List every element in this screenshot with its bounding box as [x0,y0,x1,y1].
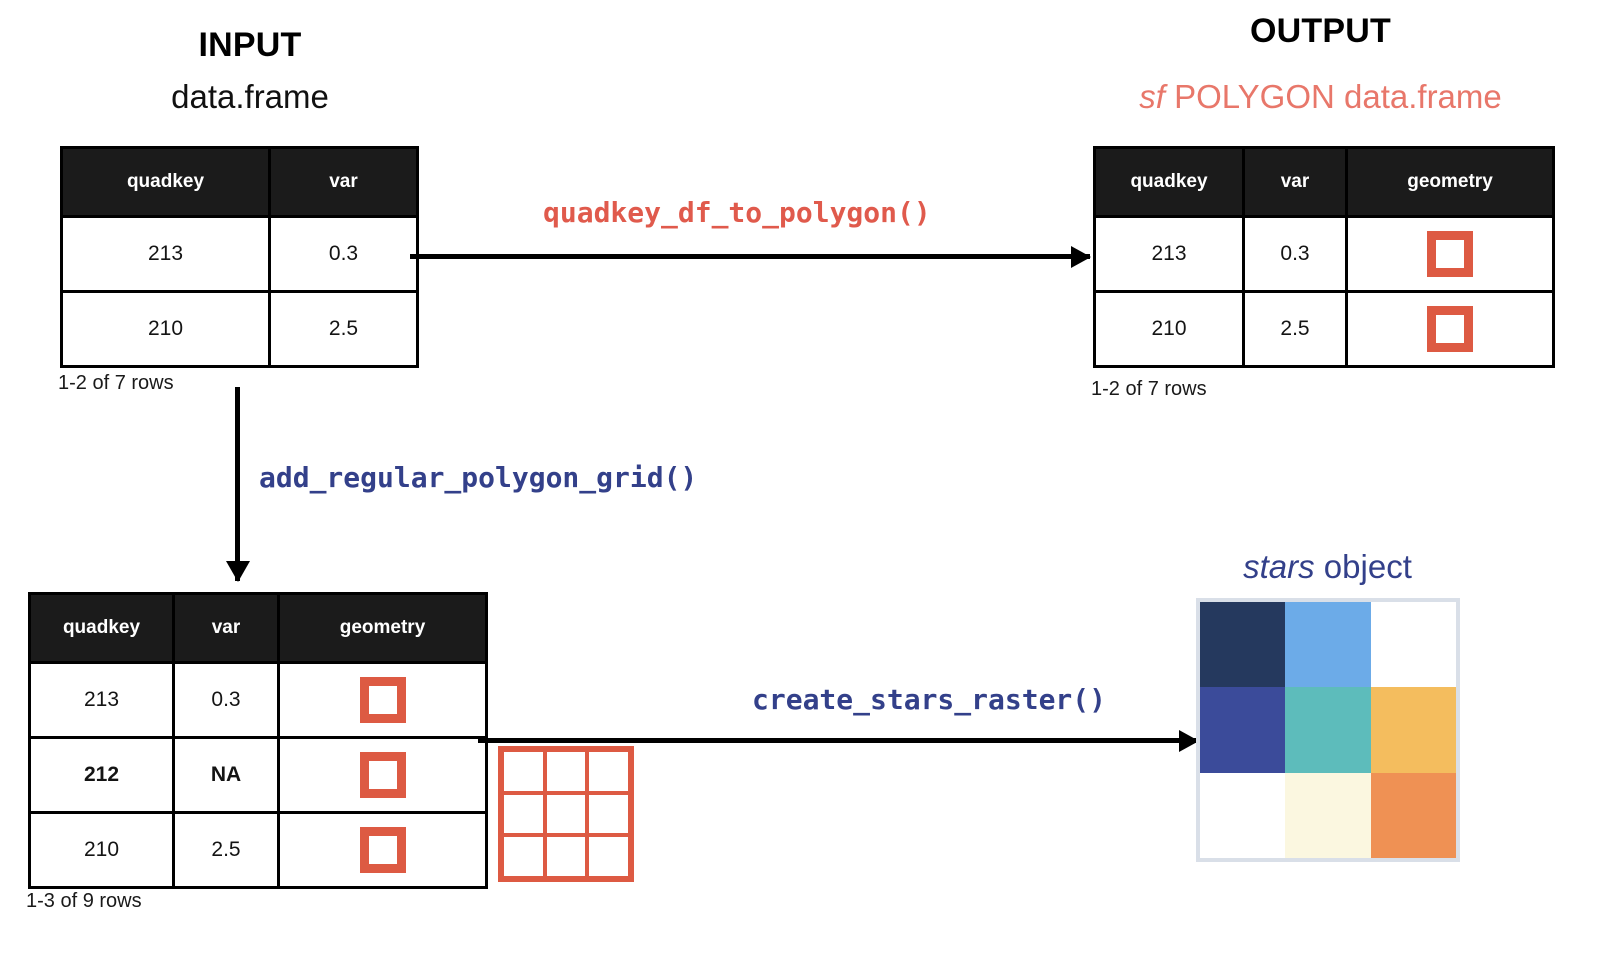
table-row: 213 0.3 [60,215,419,293]
stars-title-rest: object [1314,548,1412,585]
output-table-wrapper: quadkey var geometry 213 0.3 210 2.5 [1093,146,1555,368]
output-subtitle: sf POLYGON data.frame [1093,78,1548,116]
cell-var: 2.5 [1242,290,1348,368]
grid-cell [585,748,632,795]
grid-cell [542,833,590,880]
cell-geometry [277,811,488,889]
function-label-create-stars-raster: create_stars_raster() [752,683,1107,716]
grid-cell [585,790,632,838]
grid-table-wrapper: quadkey var geometry 213 0.3 212 NA [28,592,488,889]
input-subtitle: data.frame [171,78,329,115]
cell-quadkey: 210 [28,811,175,889]
raster-cell-r1c0 [1200,687,1286,773]
table-header-row: quadkey var geometry [28,592,488,664]
grid-cell [542,748,590,795]
polygon-square-icon [359,677,406,723]
polygon-square-icon [359,752,406,798]
function-label-add-regular-polygon-grid: add_regular_polygon_grid() [259,461,698,494]
table-row: 213 0.3 [28,661,488,739]
output-table-caption: 1-2 of 7 rows [1091,378,1207,400]
output-table: quadkey var geometry 213 0.3 210 2.5 [1093,146,1555,368]
raster-cell-r0c2 [1370,602,1456,688]
column-header-quadkey: quadkey [28,592,175,664]
output-subtitle-italic: sf [1139,78,1165,115]
grid-table-caption: 1-3 of 9 rows [26,890,142,912]
grid-table: quadkey var geometry 213 0.3 212 NA [28,592,488,889]
column-header-geometry: geometry [277,592,488,664]
cell-quadkey: 213 [28,661,175,739]
column-header-quadkey: quadkey [1093,146,1245,218]
stars-raster-frame [1196,598,1460,862]
input-table: quadkey var 213 0.3 210 2.5 [60,146,419,368]
cell-geometry [277,661,488,739]
table-row: 210 2.5 [1093,290,1555,368]
raster-cell-r1c2 [1370,687,1456,773]
grid-cell [542,790,590,838]
raster-cell-r0c1 [1285,602,1371,688]
cell-var: NA [172,736,280,814]
cell-quadkey: 213 [1093,215,1245,293]
output-subtitle-rest: POLYGON data.frame [1164,78,1502,115]
cell-geometry [1345,215,1555,293]
raster-cell-r1c1 [1285,687,1371,773]
column-header-var: var [1242,146,1348,218]
raster-cell-r2c1 [1285,772,1371,858]
arrow-input-to-output [410,254,1090,259]
polygon-square-icon [359,827,406,873]
table-row: 213 0.3 [1093,215,1555,293]
table-row: 210 2.5 [60,290,419,368]
function-label-quadkey-df-to-polygon: quadkey_df_to_polygon() [543,196,931,229]
input-table-caption: 1-2 of 7 rows [58,372,174,394]
cell-quadkey: 213 [60,215,271,293]
arrow-input-to-grid-table [235,387,240,581]
cell-quadkey: 210 [60,290,271,368]
cell-geometry [1345,290,1555,368]
cell-quadkey: 210 [1093,290,1245,368]
output-title: OUTPUT [1250,12,1391,50]
grid-cell [500,833,547,880]
cell-var: 2.5 [268,290,419,368]
grid-cell [500,748,547,795]
raster-cell-r2c0 [1200,772,1286,858]
cell-var: 0.3 [172,661,280,739]
cell-geometry [277,736,488,814]
regular-polygon-grid-icon [498,746,634,882]
table-header-row: quadkey var geometry [1093,146,1555,218]
arrow-grid-table-to-stars [478,738,1198,743]
cell-var: 0.3 [268,215,419,293]
table-row: 212 NA [28,736,488,814]
column-header-quadkey: quadkey [60,146,271,218]
column-header-var: var [172,592,280,664]
polygon-square-icon [1427,306,1473,352]
stars-raster [1200,602,1456,858]
table-header-row: quadkey var [60,146,419,218]
table-row: 210 2.5 [28,811,488,889]
stars-title-italic: stars [1243,548,1315,585]
cell-var: 2.5 [172,811,280,889]
cell-var: 0.3 [1242,215,1348,293]
raster-cell-r2c2 [1370,772,1456,858]
grid-cell [500,790,547,838]
cell-quadkey: 212 [28,736,175,814]
input-table-wrapper: quadkey var 213 0.3 210 2.5 [60,146,419,368]
column-header-var: var [268,146,419,218]
stars-title: stars object [1130,548,1525,586]
grid-cell [585,833,632,880]
input-title: INPUT [198,26,302,64]
raster-cell-r0c0 [1200,602,1286,688]
column-header-geometry: geometry [1345,146,1555,218]
polygon-square-icon [1427,231,1473,277]
